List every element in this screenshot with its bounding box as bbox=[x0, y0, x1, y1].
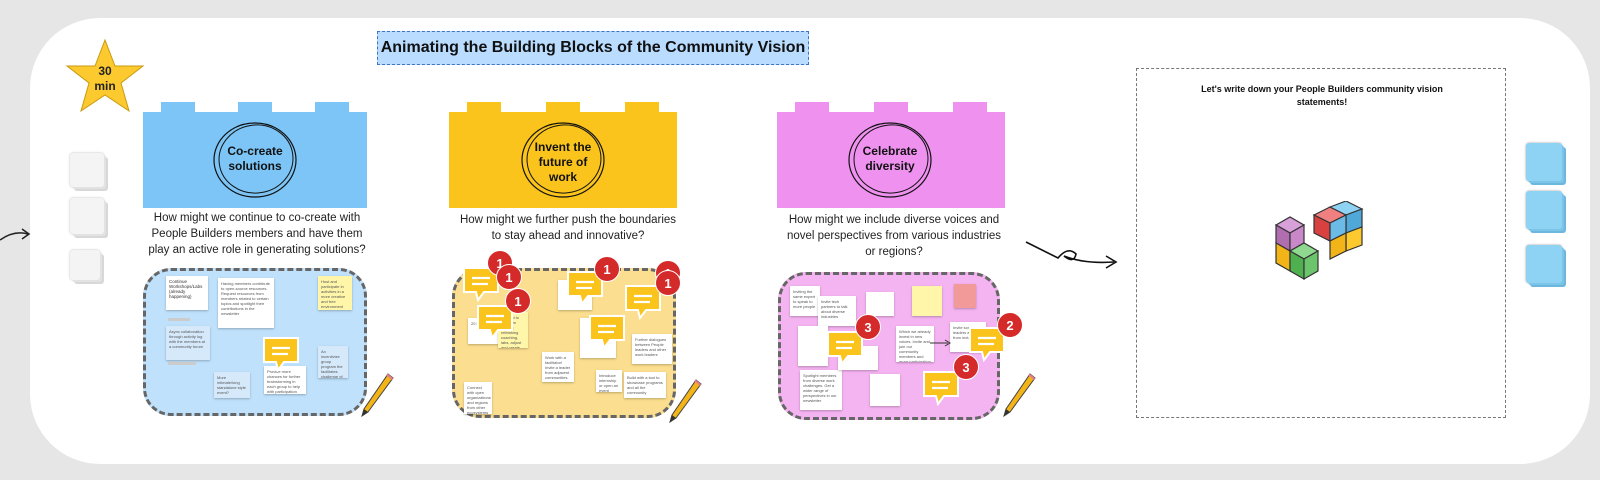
vision-frame-title: Let's write down your People Builders co… bbox=[1157, 83, 1487, 109]
brick-invent-future[interactable] bbox=[449, 102, 677, 208]
vision-statement-frame[interactable]: Let's write down your People Builders co… bbox=[1136, 68, 1506, 418]
comment-icon[interactable] bbox=[262, 336, 300, 372]
scribble-circle-icon bbox=[521, 122, 605, 198]
sticky-note-stack[interactable] bbox=[1526, 191, 1562, 229]
sticky-note[interactable]: An incentivize group program the facilit… bbox=[318, 346, 348, 378]
sticky-note[interactable]: Work with a facilitator! Invite a leader… bbox=[542, 352, 574, 382]
sticky-note[interactable]: Which we already invest in new voices. I… bbox=[896, 326, 934, 362]
sticky-note[interactable]: Provide more chances for further brainst… bbox=[264, 366, 306, 394]
sticky-note[interactable] bbox=[866, 292, 894, 316]
scribble-circle-icon bbox=[213, 122, 297, 198]
sticky-note[interactable]: Build with a tool to showcase programs a… bbox=[624, 372, 666, 398]
note-divider bbox=[168, 362, 196, 365]
comment-count-badge[interactable]: 1 bbox=[505, 288, 531, 314]
block-title-line: work bbox=[548, 170, 577, 184]
block-title-line: Invent the bbox=[534, 140, 592, 154]
scribble-circle-icon bbox=[848, 122, 932, 198]
sticky-note[interactable] bbox=[870, 374, 900, 406]
block-title-line: future of bbox=[538, 155, 588, 169]
question-line: How might we further push the boundaries bbox=[459, 214, 677, 226]
sticky-note-stack[interactable] bbox=[1526, 245, 1562, 283]
timer-value: 30 bbox=[98, 64, 112, 78]
circle-label-co-create: Co-create solutions bbox=[208, 118, 302, 202]
vision-title-line: Let's write down your People Builders co… bbox=[1201, 84, 1443, 94]
comment-count-badge[interactable]: 3 bbox=[855, 314, 881, 340]
timer-label: 30 min bbox=[65, 64, 145, 94]
question-line: novel perspectives from various industri… bbox=[786, 230, 1002, 242]
sticky-note[interactable] bbox=[954, 284, 976, 308]
page-title[interactable]: Animating the Building Blocks of the Com… bbox=[377, 31, 809, 65]
sticky-note[interactable]: More intimate/long standalone style even… bbox=[214, 372, 250, 398]
pencil-icon[interactable] bbox=[1000, 372, 1036, 418]
sticky-note[interactable]: Invite tech partners to talk about diver… bbox=[818, 296, 856, 326]
vision-title-line: statements! bbox=[1296, 97, 1348, 107]
block-title-line: Co-create bbox=[227, 144, 283, 158]
sticky-note[interactable]: Connect with open organizations and regi… bbox=[464, 382, 492, 414]
question-line: How might we include diverse voices and bbox=[788, 214, 1000, 226]
block-title-line: diversity bbox=[865, 159, 915, 173]
question-line: or regions? bbox=[865, 246, 923, 258]
comment-count-badge[interactable]: 1 bbox=[655, 270, 681, 296]
building-blocks-icon bbox=[1274, 201, 1364, 281]
brick-co-create[interactable] bbox=[143, 102, 367, 208]
sticky-note[interactable]: Continue Workshops/Labs (already happeni… bbox=[166, 276, 208, 310]
block-question[interactable]: How might we include diverse voices and … bbox=[774, 212, 1014, 260]
sticky-note-stack[interactable] bbox=[1526, 143, 1562, 181]
sticky-note[interactable]: Introduce internship or open an event bbox=[596, 370, 622, 392]
sticky-note-stack[interactable] bbox=[70, 153, 104, 187]
sticky-note[interactable]: Host and participate in activities in a … bbox=[318, 276, 352, 310]
incoming-arrow bbox=[0, 228, 31, 241]
question-line: play an active role in generating soluti… bbox=[148, 244, 366, 256]
pencil-icon[interactable] bbox=[666, 378, 702, 424]
question-line: How might we continue to co-create with bbox=[153, 212, 361, 224]
timer-unit: min bbox=[94, 79, 116, 93]
comment-count-badge[interactable]: 1 bbox=[496, 264, 522, 290]
comment-icon[interactable] bbox=[588, 314, 626, 350]
squiggle-arrow bbox=[1025, 241, 1118, 269]
question-line: People Builders members and have them bbox=[151, 228, 363, 240]
sticky-note[interactable] bbox=[798, 326, 828, 366]
timer-star[interactable]: 30 min bbox=[65, 38, 145, 114]
sticky-note[interactable]: Inviting the same expert to speak to mor… bbox=[790, 286, 820, 316]
circle-label-celebrate-diversity: Celebrate diversity bbox=[843, 118, 937, 202]
sticky-note[interactable]: Async collaboration through activity log… bbox=[166, 326, 210, 360]
brick-celebrate-diversity[interactable] bbox=[777, 102, 1005, 208]
sticky-note-stack[interactable] bbox=[70, 250, 100, 280]
comment-icon[interactable] bbox=[922, 370, 960, 406]
block-question[interactable]: How might we further push the boundaries… bbox=[448, 212, 688, 244]
sticky-note[interactable] bbox=[912, 286, 942, 316]
note-divider bbox=[168, 318, 190, 321]
circle-label-invent-future: Invent the future of work bbox=[516, 118, 610, 202]
comment-count-badge[interactable]: 3 bbox=[953, 354, 979, 380]
question-line: to stay ahead and innovative? bbox=[491, 230, 645, 242]
block-question[interactable]: How might we continue to co-create with … bbox=[132, 210, 382, 258]
sticky-note[interactable]: Having members contribute to open-source… bbox=[218, 278, 274, 328]
sticky-note[interactable]: Further dialogues between People leaders… bbox=[632, 334, 672, 364]
star-icon bbox=[65, 38, 145, 113]
block-title-line: solutions bbox=[228, 159, 282, 173]
connector-arrow bbox=[930, 339, 951, 347]
sticky-note-stack[interactable] bbox=[70, 198, 104, 234]
block-title-line: Celebrate bbox=[862, 144, 918, 158]
sticky-note[interactable]: Spotlight members from diverse work chal… bbox=[800, 370, 842, 410]
comment-count-badge[interactable]: 1 bbox=[594, 256, 620, 282]
pencil-icon[interactable] bbox=[358, 372, 394, 418]
comment-count-badge[interactable]: 2 bbox=[997, 312, 1023, 338]
